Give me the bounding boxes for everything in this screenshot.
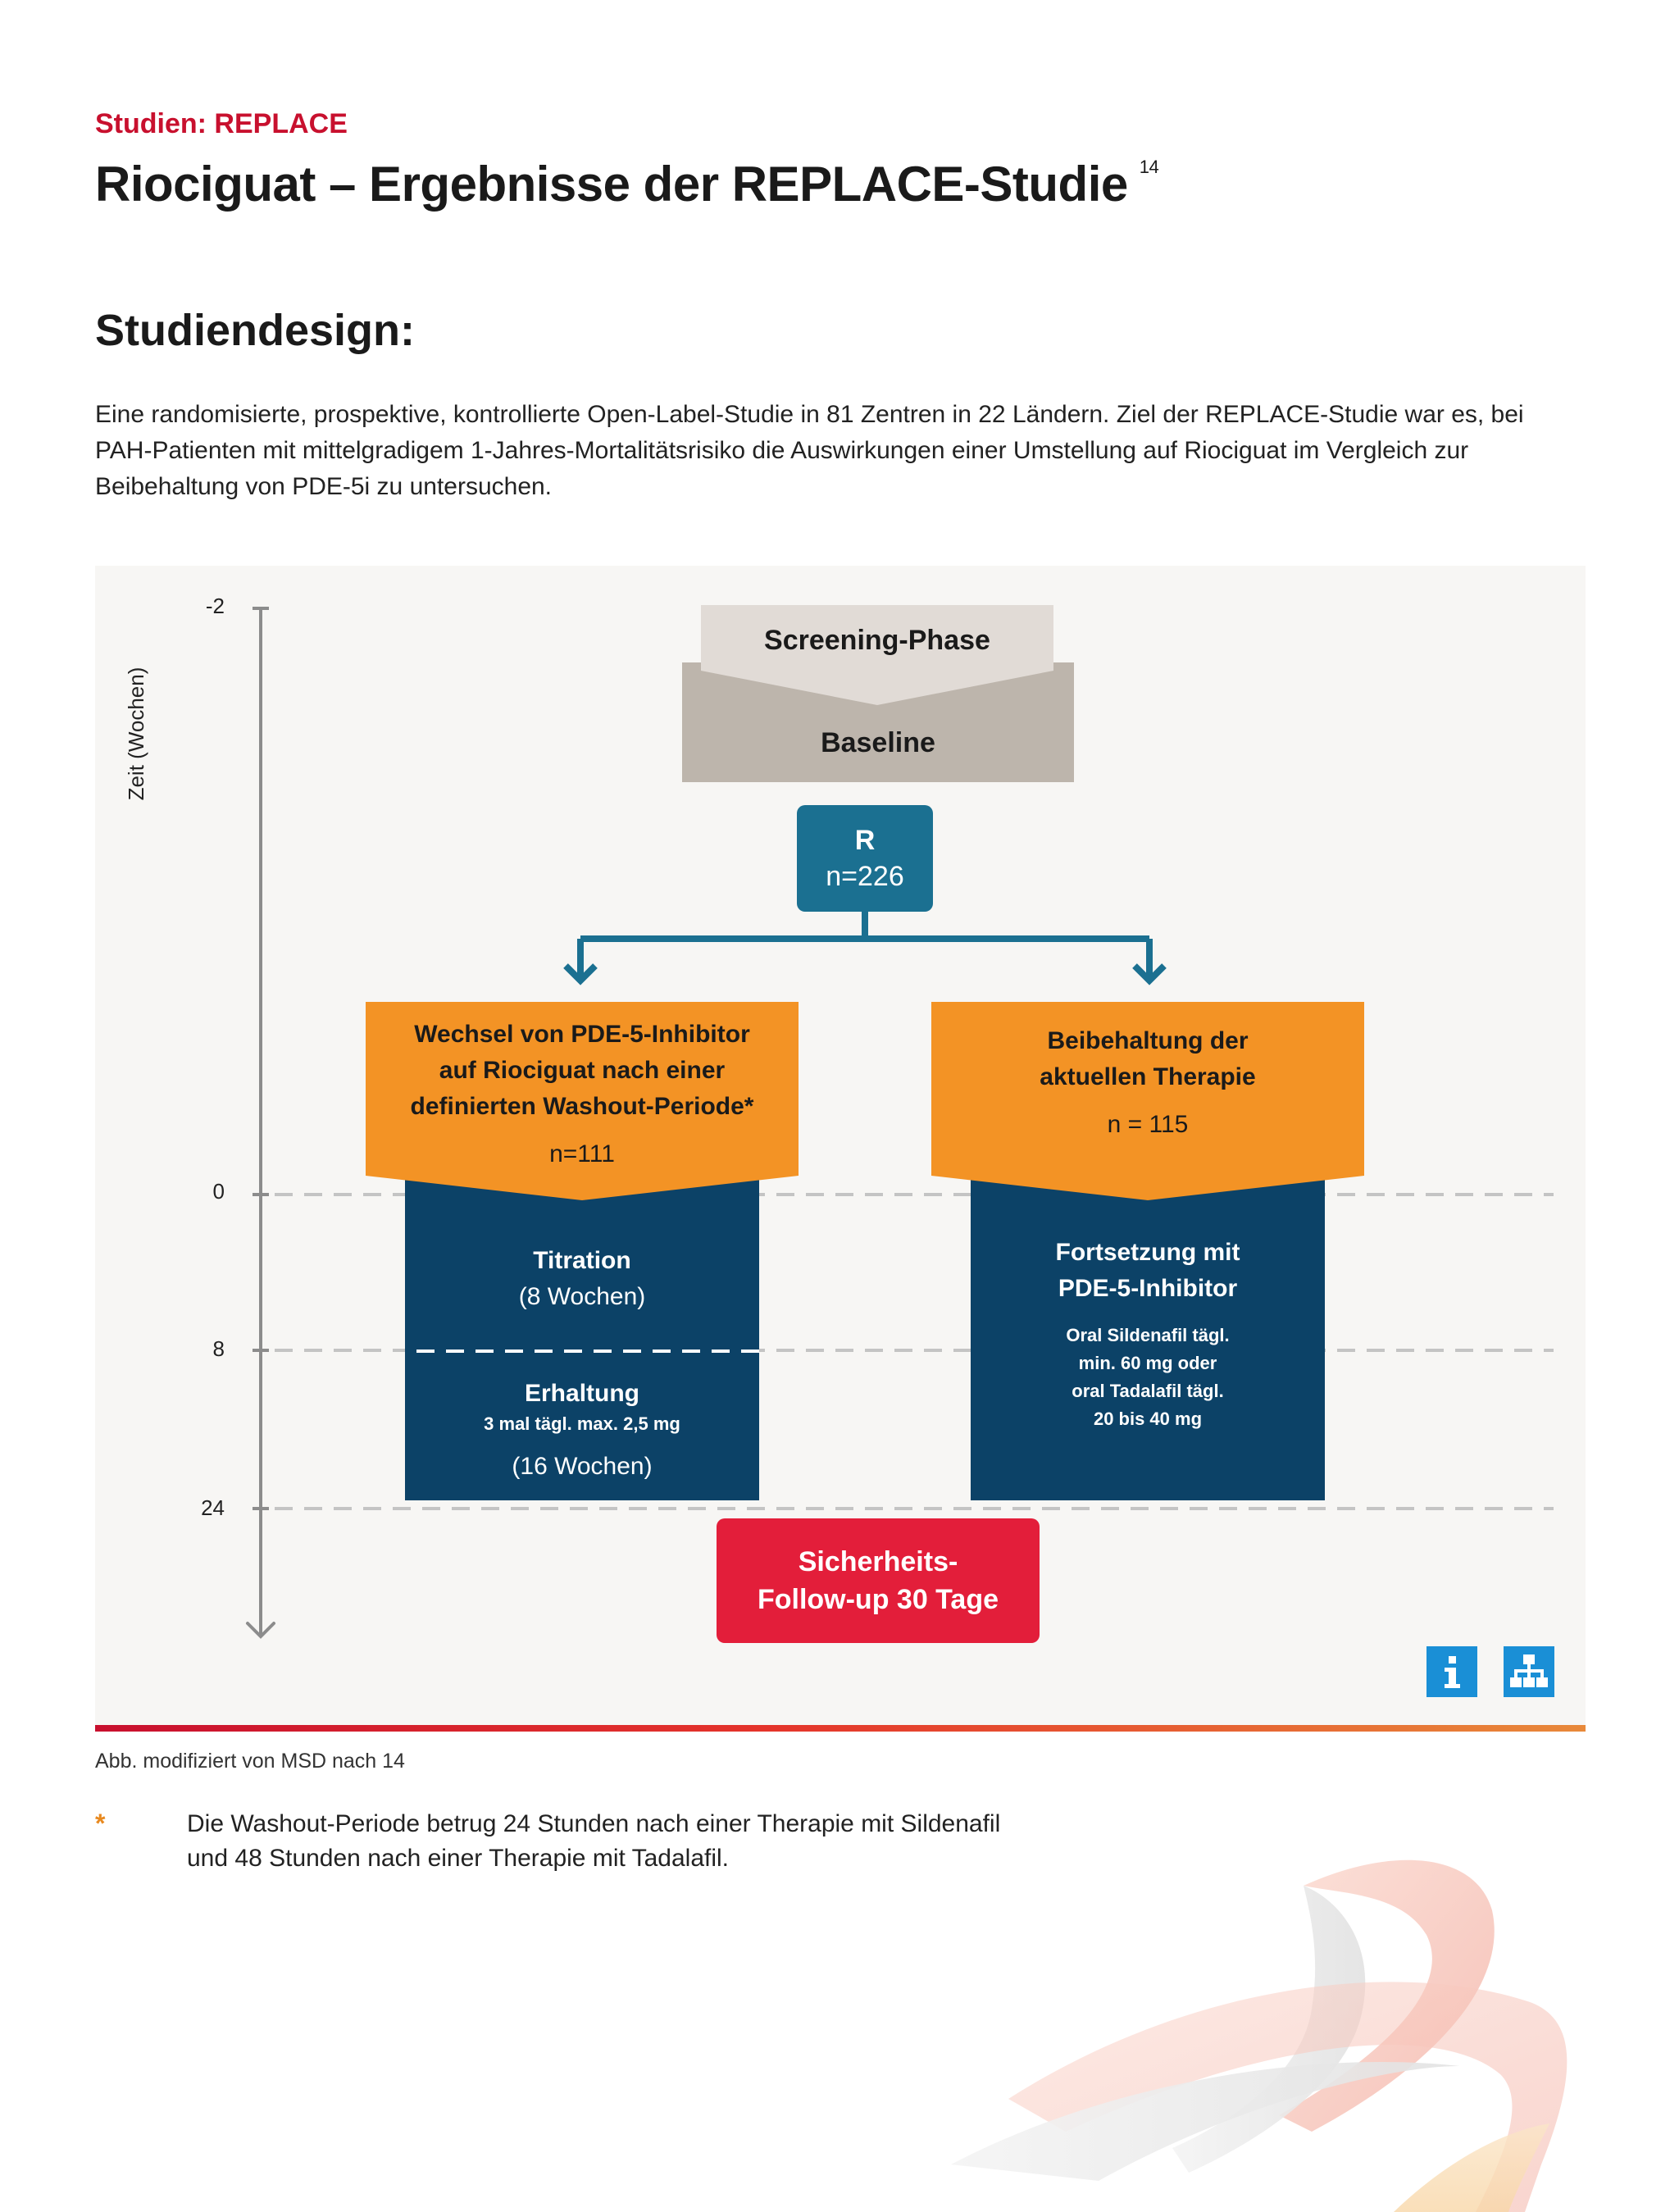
connector-left-arrowhead <box>563 963 598 985</box>
right-arm-title-line-1: Fortsetzung mit <box>1055 1239 1240 1266</box>
screening-label-wrap: Screening-Phase <box>701 620 1053 661</box>
right-arm-header <box>931 1002 1364 1200</box>
tick-label-24: 24 <box>201 1495 225 1520</box>
maintenance-duration: (16 Wochen) <box>512 1453 653 1480</box>
tick-label-8: 8 <box>212 1336 225 1361</box>
eyebrow-label: Studien: REPLACE <box>95 108 348 139</box>
right-arm-title-line-2: PDE-5-Inhibitor <box>1058 1275 1238 1302</box>
maintenance-dose: 3 mal tägl. max. 2,5 mg <box>484 1413 680 1434</box>
figure-caption: Abb. modifiziert von MSD nach 14 <box>95 1750 405 1773</box>
right-arm-detail-line-1: Oral Sildenafil tägl. <box>1066 1325 1230 1345</box>
left-arm-header-text: Wechsel von PDE-5-Inhibitor auf Riocigua… <box>366 1017 799 1181</box>
titration-title: Titration <box>533 1247 631 1274</box>
right-arm-body <box>971 1168 1325 1500</box>
sitemap-icon[interactable] <box>1504 1646 1554 1697</box>
left-arm-body <box>405 1168 759 1500</box>
title-reference: 14 <box>1139 157 1159 177</box>
baseline-label: Baseline <box>821 726 935 758</box>
footer-divider <box>95 1725 1586 1732</box>
left-arm-header <box>366 1002 799 1200</box>
right-arm-detail-line-2: min. 60 mg oder <box>1078 1353 1217 1373</box>
right-arm-header-line-1: Beibehaltung der <box>1047 1027 1249 1054</box>
followup-line-1: Sicherheits- <box>798 1546 958 1577</box>
titration-block: Titration (8 Wochen) <box>405 1238 759 1320</box>
left-arm-header-line-3: definierten Washout-Periode* <box>410 1093 754 1120</box>
right-arm-header-text: Beibehaltung der aktuellen Therapie n = … <box>931 1023 1364 1154</box>
left-arm-header-line-2: auf Riociguat nach einer <box>439 1057 726 1084</box>
randomization-box: R n=226 <box>797 805 933 912</box>
page-title: Riociguat – Ergebnisse der REPLACE-Studi… <box>95 156 1159 212</box>
screening-label: Screening-Phase <box>764 624 990 656</box>
randomization-count: n=226 <box>826 861 904 892</box>
intro-paragraph: Eine randomisierte, prospektive, kontrol… <box>95 401 1524 500</box>
followup-line-2: Follow-up 30 Tage <box>757 1584 999 1615</box>
tick-label-minus2: -2 <box>205 594 225 618</box>
left-arm-header-line-1: Wechsel von PDE-5-Inhibitor <box>414 1021 750 1048</box>
right-arm-count: n = 115 <box>1107 1111 1189 1138</box>
info-icon[interactable] <box>1426 1646 1477 1697</box>
right-arm-detail-line-3: oral Tadalafil tägl. <box>1072 1381 1224 1401</box>
maintenance-block: Erhaltung 3 mal tägl. max. 2,5 mg (16 Wo… <box>405 1369 759 1492</box>
maintenance-title: Erhaltung <box>525 1380 639 1407</box>
footnote-text: Die Washout-Periode betrug 24 Stunden na… <box>187 1807 1171 1876</box>
page-title-text: Riociguat – Ergebnisse der REPLACE-Studi… <box>95 157 1128 212</box>
screening-box <box>701 605 1053 705</box>
titration-duration: (8 Wochen) <box>518 1283 646 1310</box>
info-glyph <box>1445 1656 1460 1688</box>
right-arm-detail-line-4: 20 bis 40 mg <box>1093 1409 1203 1429</box>
right-arm-header-line-2: aktuellen Therapie <box>1040 1063 1256 1090</box>
section-heading: Studiendesign: <box>95 306 415 355</box>
left-arm-count: n=111 <box>549 1140 615 1167</box>
sitemap-glyph <box>1510 1654 1548 1687</box>
followup-box: Sicherheits- Follow-up 30 Tage <box>717 1518 1040 1643</box>
connector-right-arrowhead <box>1132 963 1167 985</box>
right-arm-body-text: Fortsetzung mit PDE-5-Inhibitor Oral Sil… <box>971 1235 1325 1481</box>
footnote-marker: * <box>95 1809 106 1838</box>
footnote-line-2: und 48 Stunden nach einer Therapie mit T… <box>187 1845 730 1872</box>
tick-label-0: 0 <box>212 1179 225 1204</box>
randomization-label: R <box>854 825 876 856</box>
axis-arrowhead <box>246 1622 275 1639</box>
footnote-line-1: Die Washout-Periode betrug 24 Stunden na… <box>187 1810 1001 1837</box>
